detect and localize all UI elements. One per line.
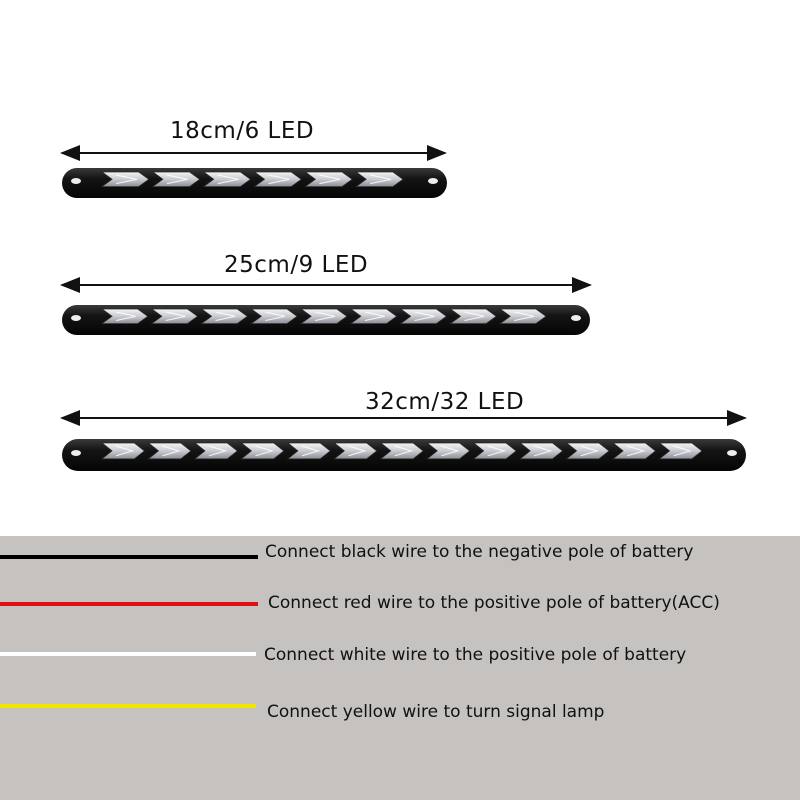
led-chevron xyxy=(193,442,239,460)
led-chevron xyxy=(611,442,657,460)
led-chevron xyxy=(100,308,149,324)
led-chevron-highlight xyxy=(115,311,136,322)
mounting-hole xyxy=(571,315,581,321)
yellow-wire-line xyxy=(0,704,256,708)
mounting-hole xyxy=(727,450,737,456)
led-chevron xyxy=(250,308,298,324)
strip-size-label-32cm: 32cm/32 LED xyxy=(365,389,525,415)
led-chevron-highlight xyxy=(166,174,188,185)
led-chevron-highlight xyxy=(314,311,336,322)
led-chevron-highlight xyxy=(115,445,135,457)
white-wire-instruction: Connect white wire to the positive pole … xyxy=(264,645,687,665)
mounting-hole xyxy=(428,178,438,184)
led-chevron-highlight xyxy=(301,445,321,457)
led-chevron-highlight xyxy=(162,445,182,457)
led-chevron-highlight xyxy=(208,445,228,457)
led-chevron xyxy=(333,442,378,460)
led-chevron xyxy=(100,442,146,460)
strip-size-label-25cm: 25cm/9 LED xyxy=(224,252,369,278)
led-chevron-highlight xyxy=(165,311,186,322)
led-chevron xyxy=(200,308,249,324)
led-chevron-highlight xyxy=(265,311,286,322)
led-chevron-highlight xyxy=(673,445,693,457)
wiring-legend: Connect black wire to the negative pole … xyxy=(0,536,800,800)
led-chevron xyxy=(299,308,348,324)
led-chevron-highlight xyxy=(215,311,236,322)
led-chevron-highlight xyxy=(115,174,137,185)
led-chevron xyxy=(286,442,331,460)
led-chevron-highlight xyxy=(364,311,385,322)
led-chevron-highlight xyxy=(464,311,485,322)
led-strip-1 xyxy=(60,145,447,198)
led-strip-3 xyxy=(60,410,747,471)
led-chevron xyxy=(426,442,471,460)
black-wire-instruction: Connect black wire to the negative pole … xyxy=(265,542,694,562)
mounting-hole xyxy=(71,450,81,456)
led-chevron xyxy=(202,171,252,187)
led-chevron-highlight xyxy=(580,445,600,457)
led-chevron xyxy=(147,442,192,460)
led-chevron xyxy=(498,308,547,324)
led-chevron xyxy=(354,171,404,187)
led-chevron-highlight xyxy=(268,174,290,185)
led-chevron-highlight xyxy=(348,445,367,457)
led-chevron xyxy=(449,308,497,324)
led-chevron-highlight xyxy=(255,445,274,457)
mounting-hole xyxy=(71,178,81,184)
led-chevron xyxy=(472,442,517,460)
red-wire-line xyxy=(0,602,258,606)
mounting-hole xyxy=(71,315,81,321)
led-chevron-highlight xyxy=(414,311,435,322)
led-chevron xyxy=(349,308,398,324)
strip-size-label-18cm: 18cm/6 LED xyxy=(170,118,315,144)
led-strip-2 xyxy=(60,277,592,335)
led-chevron xyxy=(658,442,703,460)
led-chevron xyxy=(100,171,150,187)
led-chevron-highlight xyxy=(394,445,414,457)
led-chevron xyxy=(519,442,564,460)
led-chevron xyxy=(565,442,610,460)
white-wire-line xyxy=(0,652,256,656)
led-chevron-highlight xyxy=(533,445,553,457)
led-chevron xyxy=(240,442,285,460)
black-wire-line xyxy=(0,555,258,559)
led-chevron xyxy=(399,308,448,324)
led-chevron-highlight xyxy=(370,174,392,185)
led-chevron xyxy=(151,171,201,187)
led-chevron xyxy=(379,442,424,460)
led-chevron-highlight xyxy=(441,445,460,457)
led-chevron-highlight xyxy=(217,174,239,185)
led-chevron xyxy=(150,308,199,324)
led-chevron-highlight xyxy=(319,174,341,185)
led-chevron-highlight xyxy=(487,445,507,457)
led-chevron-highlight xyxy=(514,311,535,322)
yellow-wire-instruction: Connect yellow wire to turn signal lamp xyxy=(267,702,605,722)
led-chevron xyxy=(253,171,303,187)
led-chevron xyxy=(304,171,353,187)
led-chevron-highlight xyxy=(626,445,646,457)
red-wire-instruction: Connect red wire to the positive pole of… xyxy=(268,593,720,613)
